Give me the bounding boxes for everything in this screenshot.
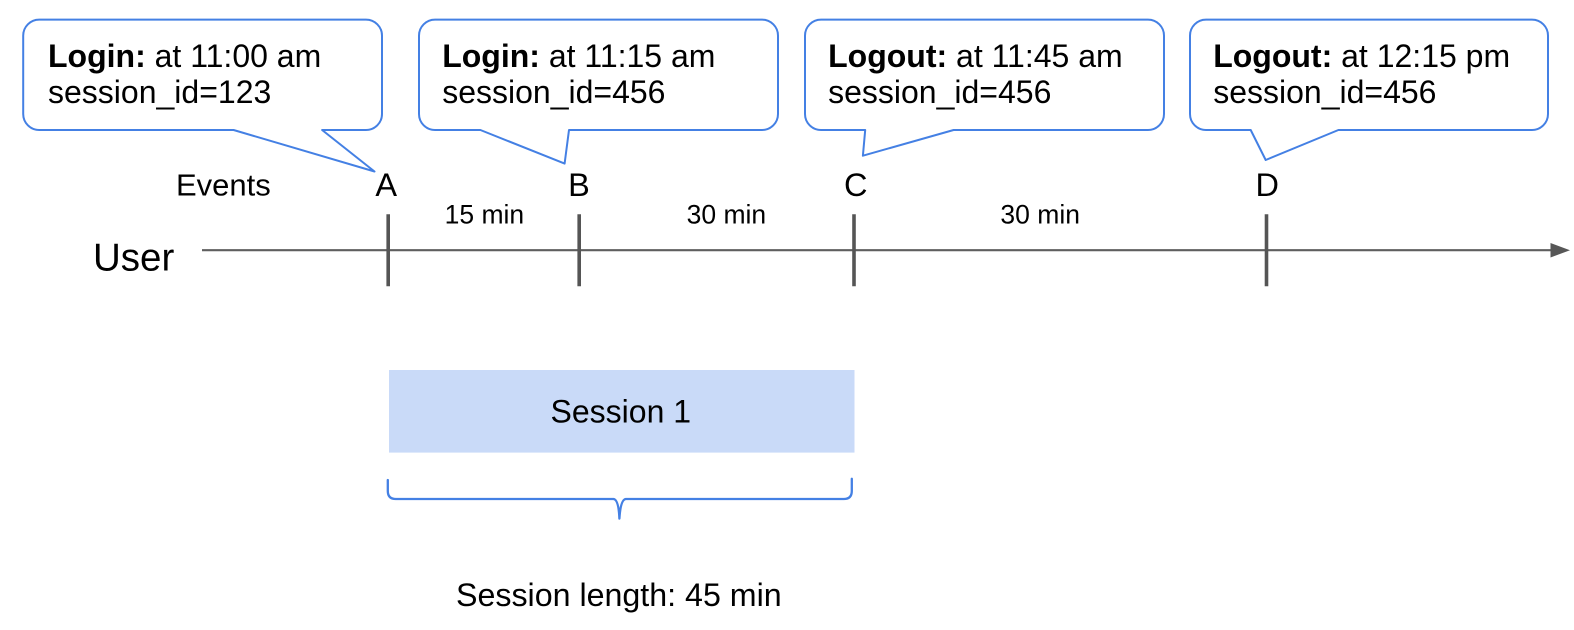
svg-text:Logout: at 12:15 pm: Logout: at 12:15 pm	[1213, 38, 1510, 74]
svg-text:session_id=456: session_id=456	[828, 74, 1051, 110]
svg-text:Session length: 45 min: Session length: 45 min	[456, 577, 782, 613]
svg-text:Login: at 11:15 am: Login: at 11:15 am	[442, 38, 715, 74]
svg-text:A: A	[375, 167, 397, 203]
svg-text:User: User	[93, 236, 174, 279]
svg-text:Login: at 11:00 am: Login: at 11:00 am	[48, 38, 321, 74]
svg-text:B: B	[568, 167, 590, 203]
svg-text:C: C	[844, 167, 867, 203]
svg-text:session_id=456: session_id=456	[442, 74, 665, 110]
svg-text:30 min: 30 min	[1000, 200, 1080, 230]
svg-text:session_id=456: session_id=456	[1213, 74, 1436, 110]
svg-text:15 min: 15 min	[445, 200, 525, 230]
svg-text:Events: Events	[176, 168, 271, 203]
svg-text:session_id=123: session_id=123	[48, 74, 271, 110]
svg-text:D: D	[1255, 167, 1278, 203]
svg-text:Session 1: Session 1	[551, 394, 692, 430]
svg-text:Logout: at 11:45 am: Logout: at 11:45 am	[828, 38, 1123, 74]
svg-text:30 min: 30 min	[687, 200, 767, 230]
